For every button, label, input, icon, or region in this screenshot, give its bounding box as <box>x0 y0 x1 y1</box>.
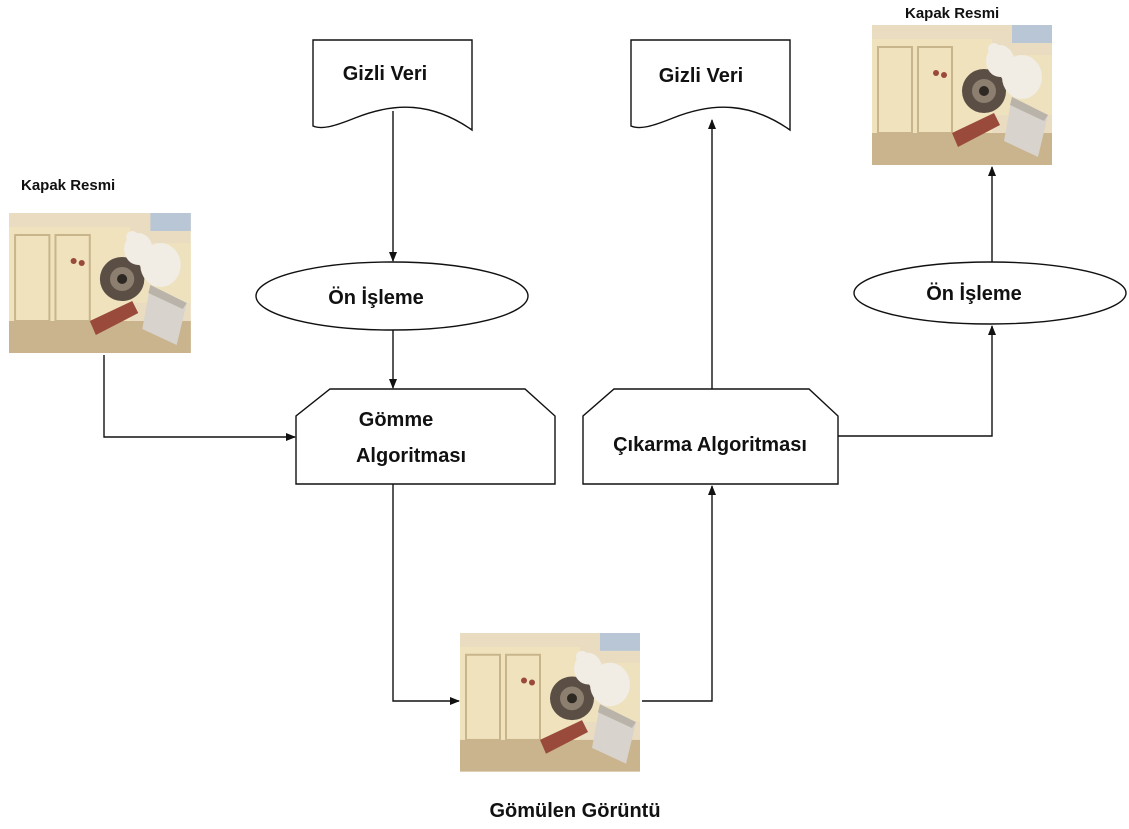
extraction-algorithm-label: Çıkarma Algoritması <box>613 434 807 456</box>
stego-image <box>459 632 641 773</box>
extraction-algorithm-box <box>582 388 839 485</box>
stego-image-label: Gömülen Görüntü <box>489 800 660 822</box>
arrow-embedding-to-stego <box>392 484 460 705</box>
embedding-algorithm-label-line1: Gömme <box>359 409 433 431</box>
preprocess-label-left: Ön İşleme <box>328 286 424 309</box>
document-shape-left <box>312 39 473 132</box>
embedding-algorithm-label-line2: Algoritması <box>356 445 466 467</box>
preprocess-ellipse-left <box>255 261 529 331</box>
document-shape-right <box>630 39 791 132</box>
arrow-cover-to-embedding <box>103 355 296 441</box>
cover-image-left <box>7 211 192 355</box>
embedding-algorithm-box <box>295 388 556 485</box>
preprocess-label-right: Ön İşleme <box>926 282 1022 305</box>
cover-image-right <box>871 24 1053 166</box>
secret-data-label-right: Gizli Veri <box>659 65 743 87</box>
arrow-extraction-to-preprocess-right <box>838 325 996 437</box>
arrow-stego-to-extraction <box>642 485 716 702</box>
cover-image-label-left: Kapak Resmi <box>21 177 115 194</box>
preprocess-ellipse-right <box>853 261 1127 325</box>
cover-image-label-right: Kapak Resmi <box>905 5 999 22</box>
secret-data-label-left: Gizli Veri <box>343 63 427 85</box>
